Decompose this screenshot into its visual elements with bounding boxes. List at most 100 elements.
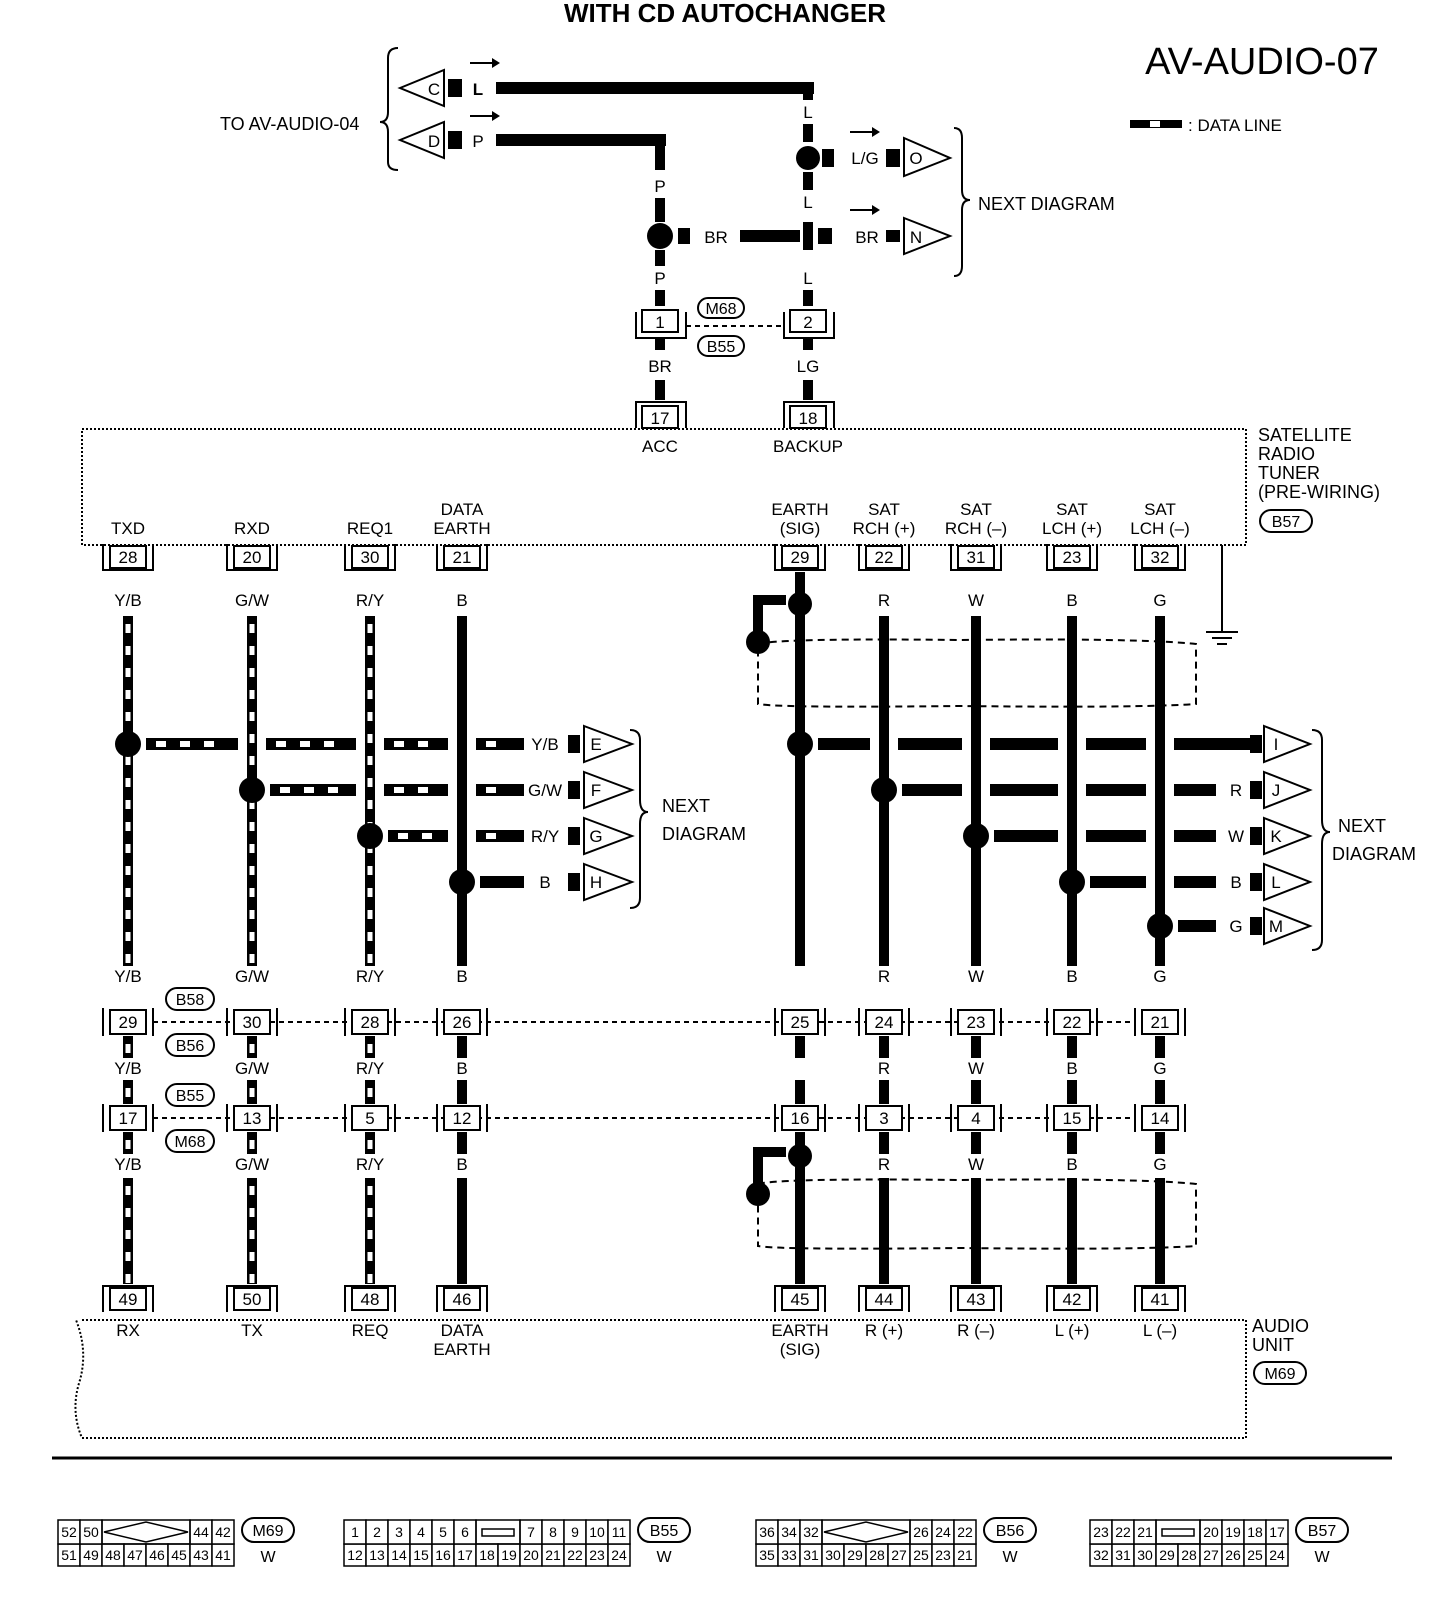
data-line-gap [125, 954, 131, 963]
cavity-B56-29: 29 [847, 1547, 863, 1563]
audio-unit-name: AUDIO UNIT M69 [1252, 1316, 1309, 1385]
cavity-B57-26: 26 [1225, 1547, 1241, 1563]
cavity-B56-27: 27 [891, 1547, 907, 1563]
wire-color-above-j1-3: B [456, 967, 467, 986]
cavity-M69-51: 51 [61, 1547, 77, 1563]
branch-wire-color-G: R/Y [531, 827, 559, 846]
wire-segment [1067, 1036, 1077, 1058]
connector-c-label: C [428, 80, 440, 99]
pin-17-acc: 17 [651, 409, 670, 428]
audio-pin-44-number: 44 [875, 1290, 894, 1309]
cavity-B55-17: 17 [457, 1547, 473, 1563]
tuner-terminal-name-29: (SIG) [780, 519, 821, 538]
data-line-gap [249, 690, 255, 699]
connector-E [583, 724, 635, 764]
joint1-pin-number-21: 21 [1151, 1013, 1170, 1032]
connector-label-K: K [1270, 827, 1282, 846]
joint2-pin-5: 5 [344, 1104, 396, 1132]
cavity-B56-25: 25 [913, 1547, 929, 1563]
data-line-gap [324, 741, 334, 747]
wire-color-above-j1-8: G [1153, 967, 1166, 986]
wire-p-label-3: P [654, 269, 665, 288]
splice-left-E [115, 731, 141, 757]
wire-color-below-j2-7: B [1066, 1155, 1077, 1174]
audio-terminal-label-49: RX [116, 1321, 140, 1340]
wire-segment [146, 738, 238, 750]
wire-p-label-2: P [654, 177, 665, 196]
cavity-B56-31: 31 [803, 1547, 819, 1563]
diagram-title: WITH CD AUTOCHANGER [564, 0, 886, 28]
tuner-name-line-2: RADIO [1258, 444, 1315, 464]
wire-segment [795, 1036, 805, 1058]
wire-segment [879, 1080, 889, 1104]
joint2-pin-number-12: 12 [453, 1109, 472, 1128]
joint1-tag-bottom: B56 [165, 1033, 215, 1057]
wire-segment [457, 616, 467, 966]
cavity-B57-19: 19 [1225, 1524, 1241, 1540]
tuner-pin-20: 20 [226, 544, 278, 571]
tuner-terminal-name-23: LCH (+) [1042, 519, 1102, 538]
audio-terminal-label-41: L (–) [1143, 1321, 1177, 1340]
wire-segment [994, 830, 1058, 842]
data-line-gap [125, 690, 131, 699]
data-line-gap [367, 1252, 373, 1261]
branch-stub-M [1250, 917, 1262, 935]
wire-color-below-j1-5: R [878, 1059, 890, 1078]
connector-J [1263, 770, 1313, 810]
cavity-B57-22: 22 [1115, 1524, 1131, 1540]
splice-right-M [1147, 913, 1173, 939]
branch-stub-K [1250, 827, 1262, 845]
cavity-B55-18: 18 [479, 1547, 495, 1563]
data-line-gap [367, 1044, 373, 1053]
joint1-pin-24: 24 [858, 1008, 910, 1036]
tuner-terminal-name-22: RCH (+) [853, 519, 916, 538]
connector-label-I: I [1274, 735, 1279, 754]
connector-I [1263, 724, 1313, 764]
tuner-terminal-label-32: SAT [1144, 500, 1176, 519]
data-line-gap [125, 888, 131, 897]
branch-wire-color-H: B [539, 873, 550, 892]
data-line-gap [418, 787, 428, 793]
wire-color-below-j2-8: G [1153, 1155, 1166, 1174]
wire-segment [1174, 784, 1216, 796]
joint1-pin-number-23: 23 [967, 1013, 986, 1032]
tuner-pin-22: 22 [858, 544, 910, 571]
cavity-M69-52: 52 [61, 1524, 77, 1540]
next-diagram-brace-left [629, 729, 649, 909]
tuner-pin-28-number: 28 [119, 548, 138, 567]
wire-br-label-2: BR [855, 228, 879, 247]
cavity-B56-35: 35 [759, 1547, 775, 1563]
branch-stub-E [568, 735, 580, 753]
wire-segment [457, 1132, 467, 1154]
connector-view-color-M69: W [260, 1549, 276, 1566]
audio-pin-42: 42 [1046, 1285, 1098, 1312]
latch [103, 1521, 189, 1543]
wire-color-above-j1-5: R [878, 967, 890, 986]
joint2-tag-top: B55 [165, 1083, 215, 1107]
data-line-gap [367, 954, 373, 963]
diagram-label-right: DIAGRAM [1332, 844, 1416, 864]
shield-drain-dot-0 [746, 630, 770, 654]
data-line-gap [125, 712, 131, 721]
data-line-gap [125, 844, 131, 853]
wire-segment [1067, 1080, 1077, 1104]
cavity-B56-36: 36 [759, 1524, 775, 1540]
wire-color-below-j2-6: W [968, 1155, 984, 1174]
data-line-gap [486, 833, 496, 839]
tuner-terminal-label-21: DATA [441, 500, 484, 519]
cavity-B56-24: 24 [935, 1524, 951, 1540]
joint2-pin-17: 17 [102, 1104, 154, 1132]
tuner-name: SATELLITE RADIO TUNER (PRE-WIRING) B57 [1258, 425, 1380, 533]
audio-pin-45-number: 45 [791, 1290, 810, 1309]
data-line-gap [125, 1274, 131, 1283]
data-line-gap [367, 778, 373, 787]
connector-n-label: N [910, 228, 922, 247]
audio-terminal-label-50: TX [241, 1321, 263, 1340]
wire-segment [971, 1132, 981, 1154]
joint2-pin-12: 12 [436, 1104, 488, 1132]
audio-terminal-label-46: DATA [441, 1321, 484, 1340]
splice-left-G [357, 823, 383, 849]
cavity-B57-21: 21 [1137, 1524, 1153, 1540]
